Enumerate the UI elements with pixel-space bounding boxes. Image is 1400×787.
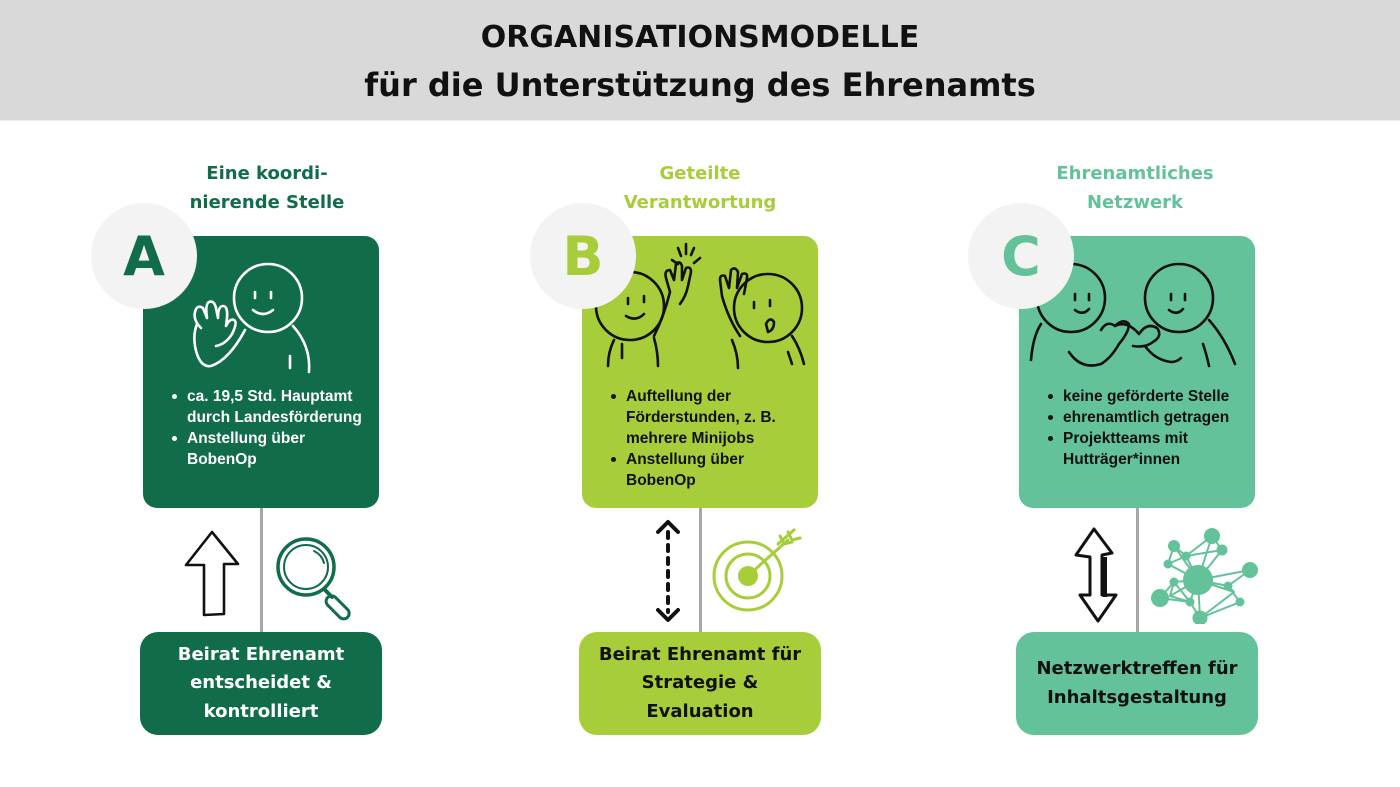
bullet-item: Anstellung über BobenOp (610, 449, 808, 491)
model-b-connector (699, 500, 702, 640)
model-c-outcome-label: Netzwerktreffen für Inhaltsgestaltung (1036, 658, 1238, 708)
model-b-badge: B (530, 203, 636, 309)
target-icon (708, 524, 804, 620)
model-c-title: Ehrenamtliches Netzwerk (1005, 159, 1265, 217)
bullet-item: ca. 19,5 Std. Hauptamt durch Landesförde… (171, 386, 369, 428)
model-c-bullets: keine geförderte Stelle ehrenamtlich get… (1047, 386, 1245, 470)
bullet-item: Auftellung der Förderstunden, z. B. mehr… (610, 386, 808, 449)
model-a-bullets: ca. 19,5 Std. Hauptamt durch Landesförde… (171, 386, 369, 470)
model-b-bullets: Auftellung der Förderstunden, z. B. mehr… (610, 386, 808, 491)
model-a-title-line1: Eine koordi- (206, 163, 328, 184)
model-b-letter: B (562, 224, 604, 288)
bullet-item: ehrenamtlich getragen (1047, 407, 1245, 428)
model-a-outcome-label: Beirat Ehrenamt entscheidet & kontrollie… (177, 643, 345, 722)
network-icon (1150, 528, 1260, 628)
waving-person-icon (193, 262, 311, 374)
model-a-badge: A (91, 203, 197, 309)
page-title: ORGANISATIONSMODELLE (480, 20, 920, 55)
model-a-outcome-box: Beirat Ehrenamt entscheidet & kontrollie… (140, 632, 382, 735)
model-c-badge: C (968, 203, 1074, 309)
magnifying-glass-icon (272, 535, 358, 629)
model-b-title: Geteilte Verantwortung (570, 159, 830, 217)
model-a-title: Eine koordi- nierende Stelle (137, 159, 397, 217)
double-arrow-icon (1072, 525, 1124, 629)
bullet-item: Projektteams mit Hutträger*innen (1047, 428, 1245, 470)
pinky-promise-icon (1029, 262, 1237, 368)
model-a-connector (260, 500, 263, 640)
model-c-title-line2: Netzwerk (1086, 192, 1184, 213)
up-arrow-icon (178, 528, 244, 622)
dotted-double-arrow-icon (648, 518, 688, 632)
model-c-title-line1: Ehrenamtliches (1056, 163, 1214, 184)
model-b-title-line2: Verantwortung (623, 192, 777, 213)
model-b-title-line1: Geteilte (659, 163, 741, 184)
bullet-item: keine geförderte Stelle (1047, 386, 1245, 407)
model-c-connector (1136, 500, 1139, 640)
model-c-outcome-box: Netzwerktreffen für Inhaltsgestaltung (1016, 632, 1258, 735)
bullet-item: Anstellung über BobenOp (171, 428, 369, 470)
header-banner: ORGANISATIONSMODELLE für die Unterstützu… (0, 0, 1400, 121)
model-c-letter: C (1001, 224, 1041, 288)
model-a-letter: A (123, 224, 165, 288)
page-subtitle: für die Unterstützung des Ehrenamts (364, 66, 1036, 104)
model-b-outcome-box: Beirat Ehrenamt für Strategie & Evaluati… (579, 632, 821, 735)
model-b-outcome-label: Beirat Ehrenamt für Strategie & Evaluati… (598, 643, 802, 722)
model-a-title-line2: nierende Stelle (189, 192, 345, 213)
